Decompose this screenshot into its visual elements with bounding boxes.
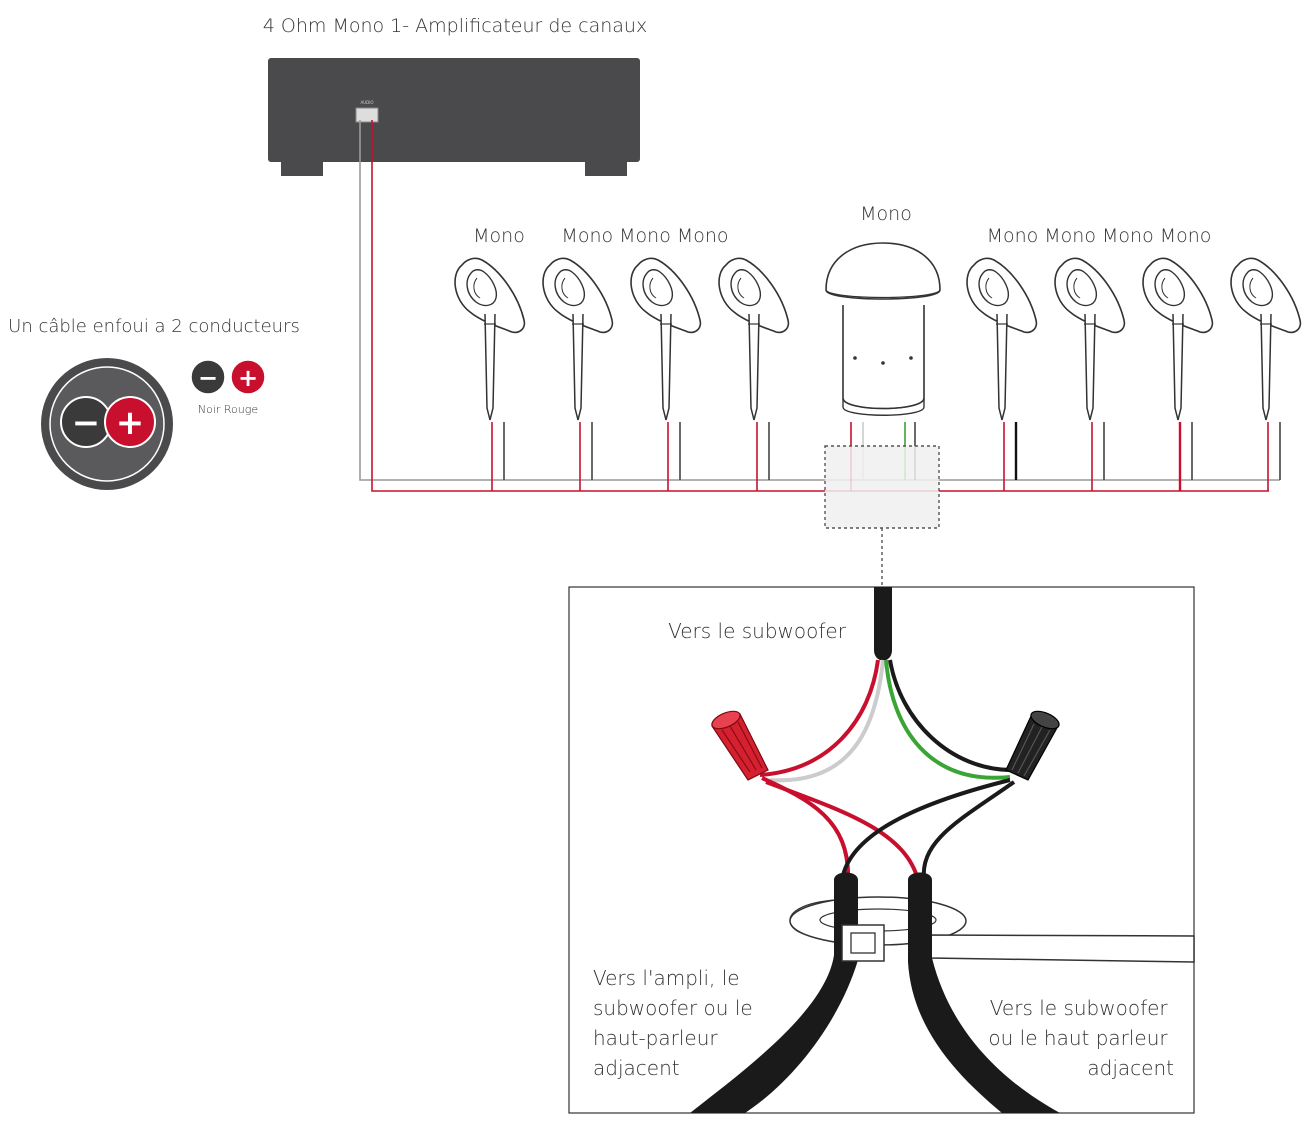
polarity-legend: − + Noir Rouge [190,359,266,416]
polarity-caption: Noir Rouge [198,403,258,416]
label-mono-left-triple: Mono Mono Mono [561,225,728,247]
label-mono-right-quad: Mono Mono Mono Mono [987,225,1212,247]
amp-terminal-text: AUDIO [360,100,373,105]
landscape-speaker-1 [454,257,526,421]
minus-icon: − [72,403,101,443]
amp-title: 4 Ohm Mono 1- Amplificateur de canaux [263,15,647,37]
detail-right-line-2: ou le haut parleur [988,1026,1168,1050]
plus-icon: + [116,403,145,443]
subwoofer-speaker [825,242,941,416]
main-wires [359,120,1280,492]
detail-left-line-3: haut-parleur [593,1026,718,1050]
cable-legend-title: Un câble enfoui a 2 conducteurs [8,316,300,337]
landscape-speaker-2 [542,257,614,421]
detail-label-left: Vers l'ampli, le subwoofer ou le haut-pa… [593,966,759,1080]
red-wire-nut [711,710,769,781]
detail-left-line-2: subwoofer ou le [593,996,753,1020]
label-mono-left: Mono [473,225,525,247]
landscape-speaker-6 [1054,257,1126,421]
amp-terminal [355,107,379,123]
landscape-speaker-5 [966,257,1038,421]
cable-cross-section: − + [41,358,173,490]
detail-right-line-3: adjacent [1087,1056,1174,1080]
detail-right-line-1: Vers le subwoofer [990,996,1169,1020]
detail-label-right: Vers le subwoofer ou le haut parleur adj… [988,996,1174,1080]
landscape-speaker-4 [718,257,790,421]
landscape-speaker-8 [1230,257,1302,421]
amplifier: AUDIO [268,58,640,176]
splice-box [824,445,940,586]
black-wire-nut [1005,710,1060,781]
landscape-speaker-7 [1142,257,1214,421]
detail-left-line-1: Vers l'ampli, le [593,966,740,990]
landscape-speaker-3 [630,257,702,421]
small-plus-icon: + [238,364,258,392]
detail-label-top: Vers le subwoofer [668,619,847,643]
splice-detail: Vers le subwoofer Vers l'ampli, le subwo… [568,586,1195,1114]
label-mono-center: Mono [860,203,912,225]
small-minus-icon: − [198,364,218,392]
detail-left-line-4: adjacent [593,1056,680,1080]
